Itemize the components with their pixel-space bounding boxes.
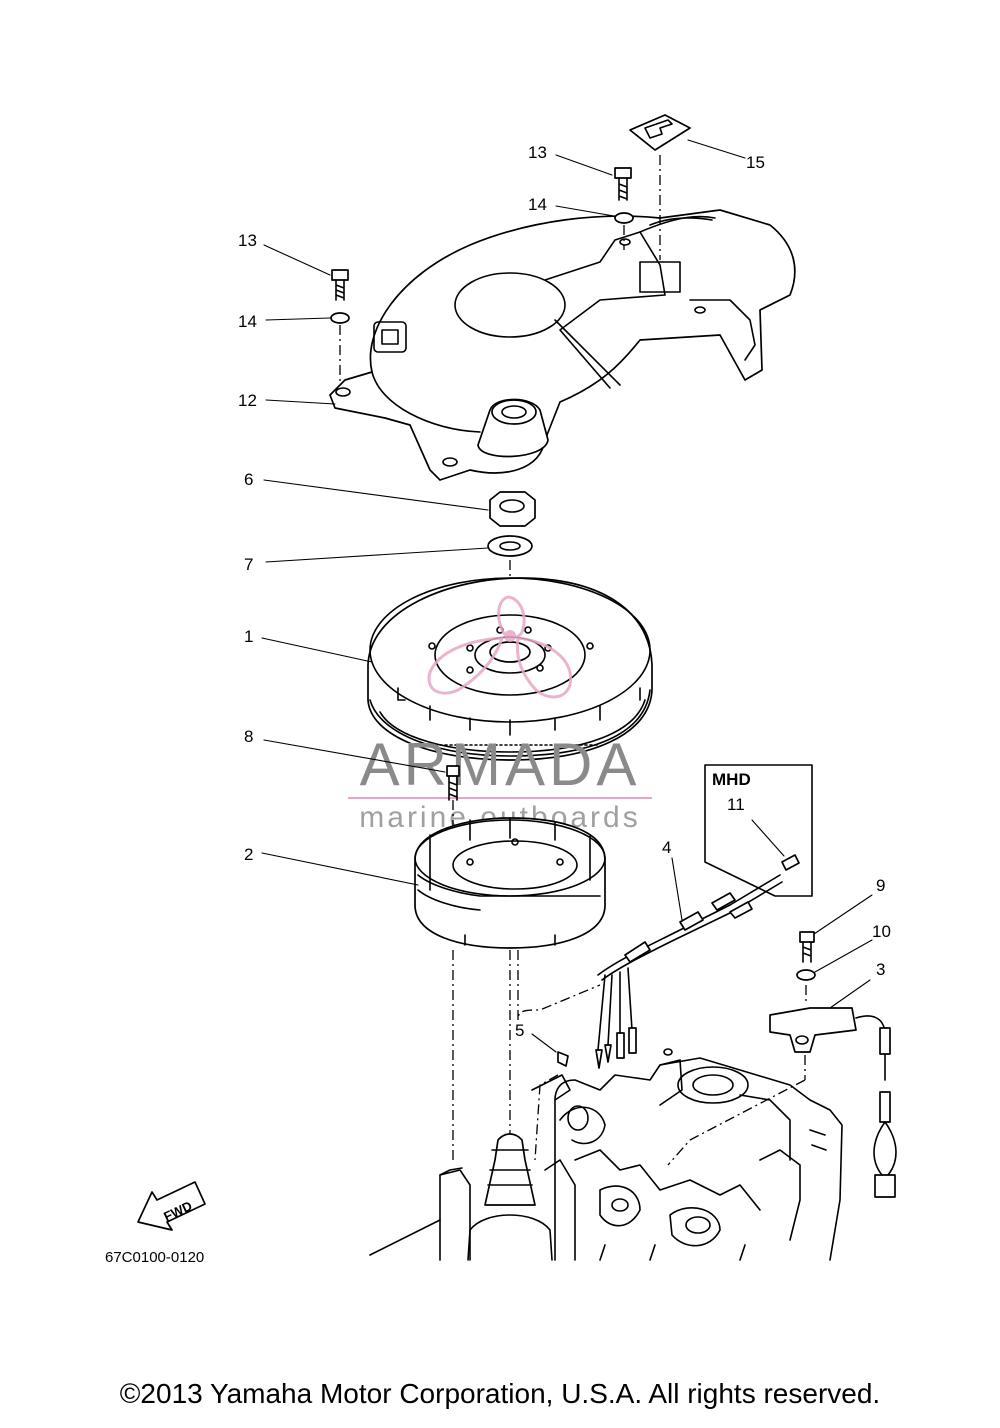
stator [414, 817, 606, 949]
callout-2: 2 [244, 845, 253, 864]
mhd-inset: MHD [704, 764, 813, 897]
leader-lines [261, 139, 873, 1053]
callout-14: 14 [238, 312, 257, 331]
callout-11: 11 [727, 795, 745, 814]
callout-13: 13 [238, 231, 257, 250]
inset-label: MHD [712, 770, 751, 789]
pulser-coil [769, 985, 897, 1198]
callout-12: 12 [238, 391, 257, 410]
bolt-13-right [614, 167, 632, 201]
flywheel-cover [329, 209, 796, 481]
callout-5: 5 [515, 1021, 524, 1040]
fwd-arrow-icon: FWD [137, 1181, 206, 1231]
watermark-brand: ARMADA [360, 731, 641, 798]
watermark-logo [427, 595, 573, 699]
callout-1: 1 [244, 627, 253, 646]
callout-13: 13 [528, 143, 547, 162]
engine-block [369, 1048, 843, 1261]
callout-6: 6 [244, 470, 253, 489]
label-plate-15 [629, 114, 691, 260]
woodruff-key [557, 1051, 569, 1067]
washer-10 [796, 969, 816, 981]
bolt-8 [446, 765, 460, 840]
callout-14: 14 [528, 195, 547, 214]
copyright-notice: ©2013 Yamaha Motor Corporation, U.S.A. A… [119, 1378, 881, 1409]
callout-10: 10 [872, 922, 891, 941]
callout-4: 4 [662, 838, 671, 857]
washer-14-right [614, 212, 634, 224]
flywheel [367, 577, 653, 761]
centerline [517, 950, 601, 1021]
bolt-9 [799, 931, 815, 963]
callout-15: 15 [746, 153, 765, 172]
nut-6 [489, 491, 536, 527]
callout-7: 7 [244, 555, 253, 574]
part-code: 67C0100-0120 [105, 1249, 204, 1266]
washer-7 [487, 535, 533, 557]
callout-3: 3 [876, 960, 885, 979]
wire-harness [595, 874, 783, 1069]
callout-8: 8 [244, 727, 253, 746]
callout-numbers: 13 14 15 13 14 12 6 7 1 8 2 4 11 9 10 3 … [238, 143, 891, 1040]
callout-9: 9 [876, 876, 885, 895]
washer-14-left [330, 312, 350, 324]
bolt-13-left [331, 269, 349, 301]
